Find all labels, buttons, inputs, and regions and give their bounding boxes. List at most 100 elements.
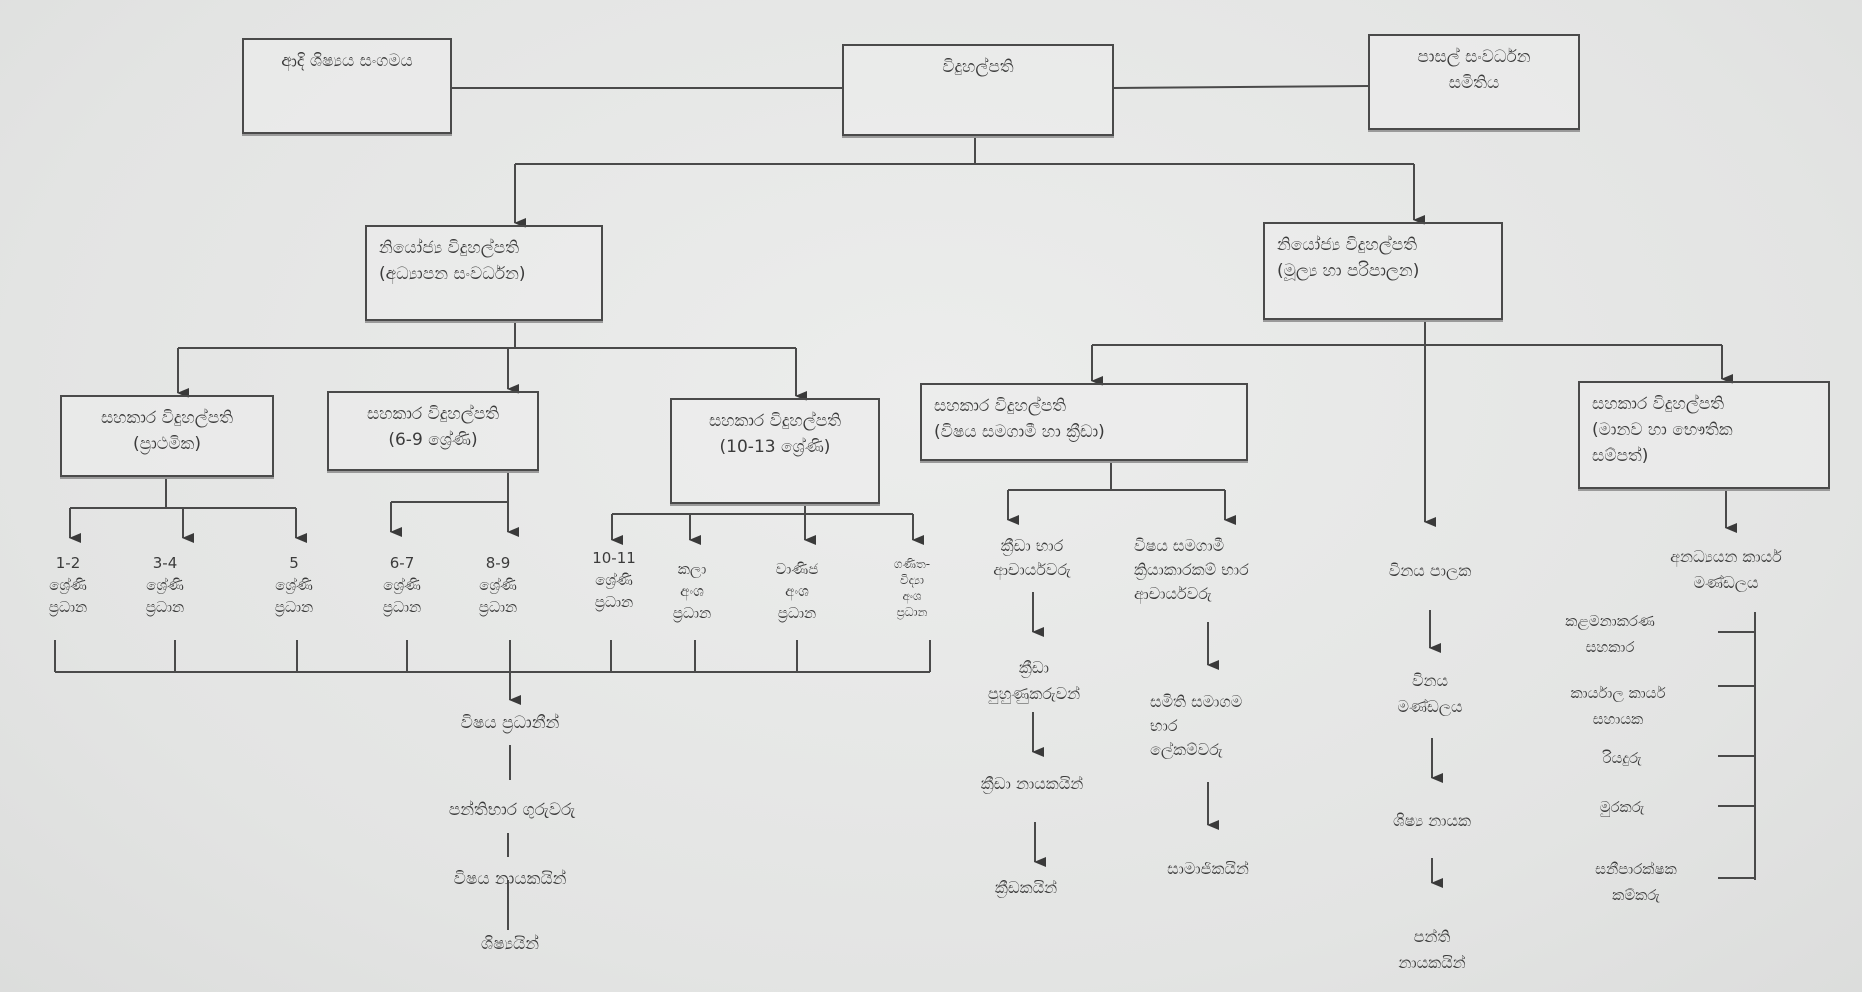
- grade-head-title: ප්‍රධාන: [145, 598, 185, 616]
- management-assistant-label-2: සහකාර: [1585, 638, 1635, 656]
- grade-head-word: ශ්‍රේණි: [383, 576, 421, 594]
- ap-primary-label-1: සහකාර විදුහල්පති: [100, 408, 234, 428]
- society-secretaries-label-3: ලේකම්වරු: [1150, 740, 1223, 759]
- grade-head-title: ප්‍රධාන: [478, 598, 518, 616]
- sportsmen-label: ක්‍රීඩකයින්: [994, 878, 1058, 897]
- driver-label: රියදුරු: [1602, 749, 1642, 767]
- grade-head-title: ප්‍රධාන: [274, 598, 314, 616]
- class-teachers: පන්තිභාර ගුරුවරු: [449, 799, 576, 821]
- grade-head-range: 10-11: [592, 549, 636, 567]
- students-label: ශිෂ්‍යයින්: [480, 934, 540, 954]
- assistant-principal-primary-box: සහකාර විදුහල්පති (ප්‍රාථමික): [60, 395, 274, 477]
- grade-head-range: 3-4: [152, 554, 178, 572]
- deputy-admin-label-1: නියෝජ්‍ය විදුහල්පති: [1277, 235, 1417, 255]
- discipline-committee-label-2: මණ්ඩලය: [1397, 697, 1463, 716]
- class-teachers-label: පන්තිභාර ගුරුවරු: [448, 800, 576, 820]
- sports-captains: ක්‍රීඩා නායකයින්: [981, 773, 1083, 795]
- ap-6-9-label-1: සහකාර විදුහල්පති: [366, 404, 500, 424]
- assistant-principal-cocurricular-box: සහකාර විදුහල්පති (විෂය සමගාමී හා ක්‍රීඩා…: [920, 383, 1248, 461]
- cocurricular-masters: විෂය සමගාමී ක්‍රියාකාරකම් භාර ආචාර්යවරු: [1134, 534, 1249, 606]
- class-monitors-label-1: පන්ති: [1413, 927, 1451, 946]
- section-name: ගණිත-: [893, 557, 931, 571]
- grade-head-word: ශ්‍රේණි: [275, 576, 313, 594]
- sports-coaches-label-2: පුහුණුකරුවන්: [987, 684, 1081, 703]
- head-prefect-label: ශිෂ්‍ය නායක: [1392, 811, 1472, 830]
- subject-leaders-label: විෂය නායකයින්: [453, 869, 567, 889]
- sdc-label-1: පාසල් සංවර්ධන: [1417, 47, 1531, 67]
- deputy-academic-label-1: නියෝජ්‍ය විදුහල්පති: [379, 238, 519, 258]
- section-word: අංශ: [785, 582, 809, 600]
- society-secretaries-label-1: සමිති සමාගම: [1150, 692, 1243, 711]
- ap-resources-label-2: (මානව හා භෞතික: [1592, 420, 1733, 440]
- grade-head-range: 6-7: [389, 554, 415, 572]
- ap-cocurricular-label-2: (විෂය සමගාමී හා ක්‍රීඩා): [934, 422, 1105, 442]
- section-title: ප්‍රධාන: [777, 604, 817, 622]
- office-assistant: කාර්යාල කාර්ය සහායක: [1570, 680, 1665, 732]
- society-secretaries-label-2: භාර: [1150, 716, 1178, 735]
- grade-head-3-4: 3-4 ශ්‍රේණි ප්‍රධාන: [146, 552, 184, 618]
- past-pupils-label: ආදි ශිෂ්‍යය සංගමය: [281, 51, 413, 71]
- class-monitors: පන්ති නායකයින්: [1398, 924, 1465, 976]
- ap-6-9-label-2: (6-9 ශ්‍රේණි): [388, 430, 478, 450]
- discipline-master-label: විනය පාලක: [1388, 561, 1472, 580]
- watcher: මුරකරු: [1600, 796, 1645, 818]
- grade-head-range: 8-9: [485, 554, 511, 572]
- section-title: ප්‍රධාන: [672, 604, 712, 622]
- section-word: අංශ: [680, 582, 704, 600]
- discipline-committee-label-1: විනය: [1411, 671, 1449, 690]
- section-head-commerce: වාණිජ අංශ ප්‍රධාන: [776, 558, 819, 624]
- section-name: කලා: [677, 560, 707, 578]
- deputy-principal-admin-box: නියෝජ්‍ය විදුහල්පති (මූල්‍ය හා පරිපාලන): [1263, 222, 1503, 320]
- grade-head-10-11: 10-11 ශ්‍රේණි ප්‍රධාන: [592, 547, 636, 613]
- section-head-arts: කලා අංශ ප්‍රධාන: [673, 558, 711, 624]
- link-principal-sdc: [1113, 85, 1369, 89]
- sdc-label-2: සමිතිය: [1448, 73, 1500, 93]
- discipline-committee: විනය මණ්ඩලය: [1397, 668, 1462, 720]
- non-academic-staff: අනධ්‍යයන කාර්ය මණ්ඩලය: [1670, 544, 1782, 596]
- section-word: අංශ: [902, 589, 922, 603]
- subject-heads: විෂය ප්‍රධානීන්: [461, 712, 560, 734]
- section-head-maths-science: ගණිත- විද්‍යා අංශ ප්‍රධාන: [894, 556, 930, 620]
- sports-masters-label-2: ආචාර්යවරු: [993, 560, 1071, 579]
- ap-resources-label-3: සම්පත්): [1592, 446, 1649, 466]
- cocurricular-masters-label-1: විෂය සමගාමී: [1134, 536, 1225, 555]
- grade-head-range: 5: [289, 554, 299, 572]
- students: ශිෂ්‍යයින්: [481, 933, 539, 955]
- management-assistant: කළමනාකරණ සහකාර: [1565, 608, 1655, 660]
- ap-10-13-label-2: (10-13 ශ්‍රේණි): [719, 437, 831, 457]
- grade-head-word: ශ්‍රේණි: [146, 576, 184, 594]
- office-assistant-label-1: කාර්යාල කාර්ය: [1570, 684, 1666, 702]
- management-assistant-label-1: කළමනාකරණ: [1565, 612, 1655, 630]
- sports-captains-label: ක්‍රීඩා නායකයින්: [980, 774, 1084, 793]
- sports-masters: ක්‍රීඩා භාර ආචාර්යවරු: [993, 534, 1071, 582]
- subject-leaders: විෂය නායකයින්: [454, 868, 567, 890]
- grade-head-title: ප්‍රධාන: [594, 593, 634, 611]
- ap-resources-label-1: සහකාර විදුහල්පති: [1592, 394, 1725, 414]
- discipline-master: විනය පාලක: [1389, 560, 1471, 582]
- grade-head-title: ප්‍රධාන: [382, 598, 422, 616]
- principal-box: විදුහල්පති: [842, 44, 1114, 136]
- sports-coaches: ක්‍රීඩා පුහුණුකරුවන්: [988, 655, 1080, 707]
- assistant-principal-resources-box: සහකාර විදුහල්පති (මානව හා භෞතික සම්පත්): [1578, 381, 1830, 489]
- sportsmen: ක්‍රීඩකයින්: [995, 877, 1057, 899]
- subject-heads-label: විෂය ප්‍රධානීන්: [460, 713, 560, 733]
- school-development-society-box: පාසල් සංවර්ධන සමිතිය: [1368, 34, 1580, 130]
- head-prefect: ශිෂ්‍ය නායක: [1393, 810, 1471, 832]
- cocurricular-masters-label-2: ක්‍රියාකාරකම් භාර: [1134, 560, 1249, 579]
- sanitary-labourer: සනීපාරක්ෂක කම්කරු: [1595, 856, 1677, 908]
- grade-head-8-9: 8-9 ශ්‍රේණි ප්‍රධාන: [479, 552, 517, 618]
- grade-head-range: 1-2: [55, 554, 81, 572]
- grade-head-word: ශ්‍රේණි: [595, 571, 633, 589]
- sanitary-labourer-label-2: කම්කරු: [1612, 886, 1660, 904]
- watcher-label: මුරකරු: [1599, 798, 1645, 816]
- deputy-admin-label-2: (මූල්‍ය හා පරිපාලන): [1277, 261, 1420, 281]
- deputy-principal-academic-box: නියෝජ්‍ය විදුහල්පති (අධ්‍යාපන සංවර්ධන): [365, 225, 603, 321]
- non-academic-label-2: මණ්ඩලය: [1693, 573, 1759, 592]
- section-name-2: විද්‍යා: [900, 573, 924, 587]
- grade-head-1-2: 1-2 ශ්‍රේණි ප්‍රධාන: [49, 552, 87, 618]
- deputy-academic-label-2: (අධ්‍යාපන සංවර්ධන): [379, 264, 526, 284]
- principal-label: විදුහල්පති: [942, 57, 1014, 77]
- ap-primary-label-2: (ප්‍රාථමික): [133, 434, 201, 454]
- ap-10-13-label-1: සහකාර විදුහල්පති: [708, 411, 842, 431]
